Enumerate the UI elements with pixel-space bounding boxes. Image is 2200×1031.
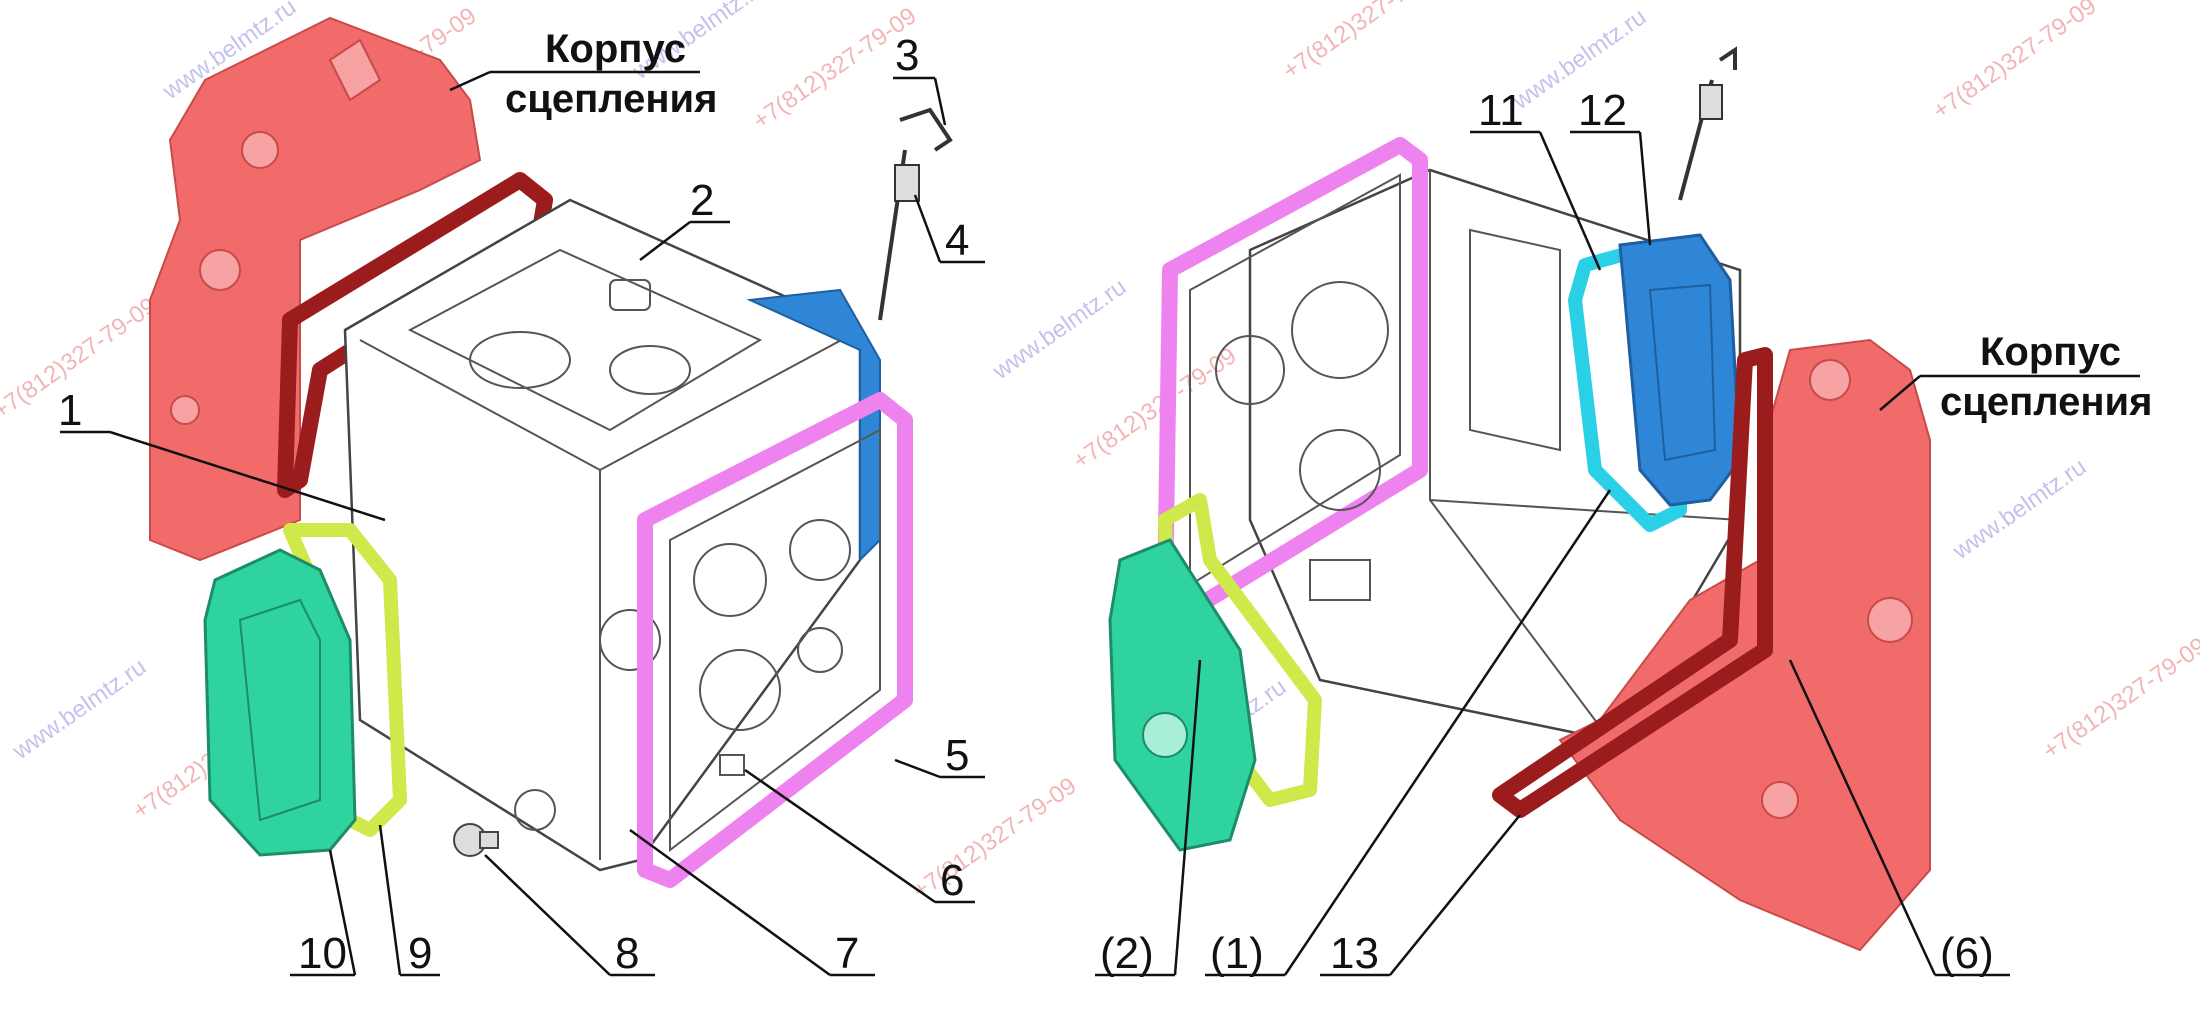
watermark-phone: +7(812)327-79-09 bbox=[1928, 0, 2101, 125]
side-opening bbox=[1469, 228, 1561, 452]
leader-line bbox=[744, 768, 936, 904]
leader-line bbox=[109, 430, 386, 522]
callout-5: 5 bbox=[945, 731, 969, 780]
dipstick-right bbox=[1678, 46, 1737, 201]
callout-7: 7 bbox=[835, 929, 859, 978]
gasket-dark-red-right bbox=[1492, 347, 1773, 818]
bore bbox=[599, 609, 661, 671]
caption-line-2: сцепления bbox=[1940, 380, 2152, 424]
callouts: 1 2 3 4 5 6 7 8 9 10 bbox=[58, 31, 2010, 978]
watermark-site: www.belmtz.ru bbox=[7, 653, 151, 765]
caption-line-1: Корпус bbox=[1980, 330, 2121, 374]
face-bore bbox=[797, 627, 843, 673]
boss bbox=[609, 279, 651, 311]
leader-line bbox=[639, 221, 691, 261]
cover-rib bbox=[238, 598, 321, 822]
face-bore bbox=[1215, 335, 1285, 405]
callout-2: 2 bbox=[690, 176, 714, 225]
watermark-site: www.belmtz.ru bbox=[987, 273, 1131, 385]
leader-line bbox=[1638, 131, 1652, 246]
callout-3: 3 bbox=[895, 31, 919, 80]
housing-hole bbox=[1809, 359, 1851, 401]
watermark-site: www.belmtz.ru bbox=[1947, 453, 2091, 565]
watermark-phone: +7(812)327-79-09 bbox=[2038, 632, 2200, 765]
face-bore bbox=[789, 519, 851, 581]
clutch-housing-left bbox=[149, 16, 482, 562]
leader-line bbox=[328, 849, 357, 976]
face-bore bbox=[699, 649, 781, 731]
callout-13: 13 bbox=[1330, 929, 1379, 978]
drain-plug bbox=[453, 823, 499, 857]
leader-line bbox=[629, 828, 831, 977]
callout-ref-1: (1) bbox=[1210, 929, 1264, 978]
leader-line bbox=[1389, 814, 1521, 976]
caption-line-1: Корпус bbox=[545, 27, 686, 71]
caption-left-housing: Корпус сцепления bbox=[449, 27, 717, 121]
caption-line-2: сцепления bbox=[505, 77, 717, 121]
callout-9: 9 bbox=[408, 929, 432, 978]
housing-hole bbox=[241, 131, 279, 169]
plug bbox=[719, 754, 745, 776]
caption-right-housing: Корпус сцепления bbox=[1879, 330, 2152, 424]
leader-line bbox=[449, 70, 491, 92]
face-plate bbox=[1189, 173, 1401, 587]
top-opening bbox=[407, 248, 763, 432]
callout-11: 11 bbox=[1478, 86, 1524, 135]
housing-hole bbox=[199, 249, 241, 291]
leader-line bbox=[484, 854, 611, 976]
leader-line bbox=[1879, 375, 1921, 411]
cover-port bbox=[1142, 712, 1188, 758]
leader-line bbox=[913, 194, 942, 263]
left-assembly bbox=[149, 16, 953, 888]
face-bore bbox=[1299, 429, 1381, 511]
leader-line bbox=[1283, 489, 1612, 976]
housing-hole bbox=[170, 395, 200, 425]
watermark-phone: +7(812)327-79-09 bbox=[1278, 0, 1451, 85]
callout-ref-6: (6) bbox=[1940, 929, 1994, 978]
leader-line bbox=[933, 77, 947, 126]
cover-green-right bbox=[1108, 538, 1257, 852]
top-bore bbox=[609, 345, 691, 395]
callout-ref-2: (2) bbox=[1100, 929, 1154, 978]
watermark-phone: +7(812)327-79-09 bbox=[908, 772, 1081, 905]
body-edge bbox=[1429, 499, 1741, 521]
bore bbox=[514, 789, 556, 831]
callout-10: 10 bbox=[298, 929, 347, 978]
callout-1: 1 bbox=[58, 386, 82, 435]
leader-line bbox=[894, 758, 941, 779]
watermark-phone: +7(812)327-79-09 bbox=[1068, 342, 1241, 475]
top-bore bbox=[469, 331, 571, 389]
callout-4: 4 bbox=[945, 216, 969, 265]
front-face bbox=[669, 428, 881, 853]
housing-boss bbox=[328, 38, 382, 102]
housing-hole bbox=[1761, 781, 1799, 819]
boss bbox=[1309, 559, 1371, 601]
cover-green-left bbox=[203, 548, 357, 857]
leader-line bbox=[1538, 131, 1602, 271]
leader-line bbox=[1788, 659, 1937, 976]
face-bore bbox=[693, 543, 767, 617]
gasket-pink-left bbox=[637, 392, 913, 888]
callout-8: 8 bbox=[615, 929, 639, 978]
leader-line bbox=[378, 824, 402, 976]
callout-12: 12 bbox=[1578, 86, 1627, 135]
face-bore bbox=[1291, 281, 1389, 379]
cover-rib bbox=[1648, 283, 1717, 462]
callout-6: 6 bbox=[940, 856, 964, 905]
housing-hole bbox=[1867, 597, 1913, 643]
leader-line bbox=[1173, 659, 1202, 976]
dipstick bbox=[878, 107, 953, 321]
